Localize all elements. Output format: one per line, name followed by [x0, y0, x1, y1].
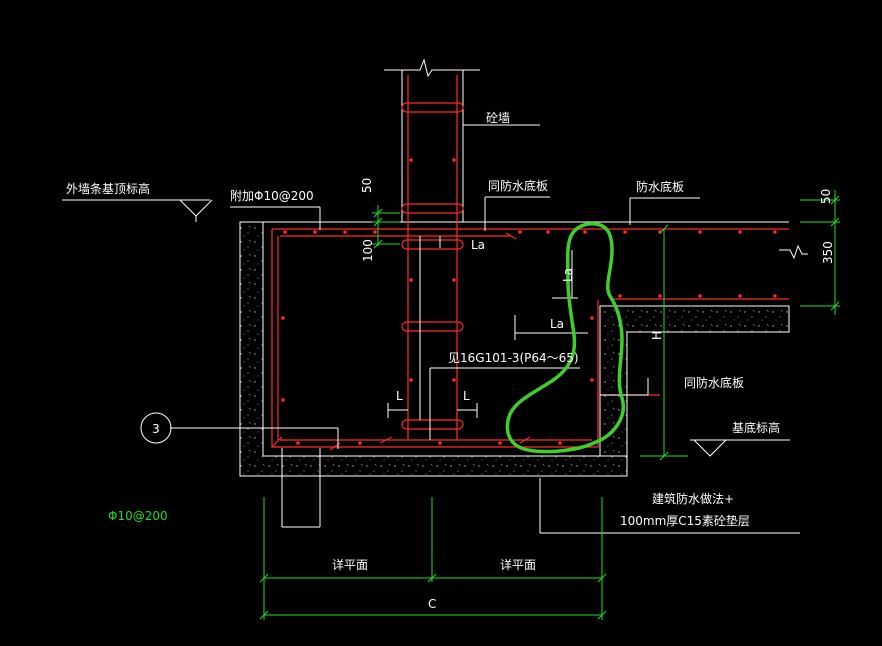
label-rebar-spec: Φ10@200	[108, 509, 168, 523]
label-same-as-raft-2: 同防水底板	[684, 375, 744, 390]
rebar-lines	[271, 75, 789, 451]
label-la-2: La	[561, 268, 575, 282]
label-wall: 砼墙	[486, 111, 510, 125]
break-line	[779, 244, 808, 260]
dimension-lines	[259, 190, 840, 620]
label-la-1: La	[471, 238, 485, 252]
label-l-right: L	[463, 389, 470, 403]
label-dim-50-top: 50	[819, 189, 833, 204]
label-same-as-raft-1: 同防水底板	[488, 178, 548, 193]
label-dim-100: 100	[361, 239, 375, 262]
label-dim-50-wall: 50	[360, 178, 374, 193]
label-detail-right: 详平面	[500, 557, 536, 572]
footing-concrete	[239, 221, 790, 477]
label-added-rebar: 附加Φ10@200	[230, 189, 314, 203]
label-dim-h: H	[650, 331, 664, 340]
callout-number: 3	[152, 422, 160, 436]
leader-lines	[170, 124, 800, 534]
label-la-3: La	[550, 317, 564, 331]
rebar-dots	[281, 158, 777, 445]
label-detail-left: 详平面	[332, 557, 368, 572]
concrete-wall	[384, 58, 480, 222]
label-base-elev: 基底标高	[732, 420, 780, 435]
markup-highlight-loop	[505, 222, 626, 454]
label-waterproof-line1: 建筑防水做法+	[652, 491, 734, 506]
label-dim-350: 350	[821, 241, 835, 264]
label-dim-c: C	[428, 597, 436, 611]
label-ref-atlas: 见16G101-3(P64～65)	[448, 351, 579, 365]
label-outer-wall-top-elev: 外墙条基顶标高	[66, 181, 150, 196]
label-raft: 防水底板	[636, 179, 684, 194]
label-l-left: L	[396, 389, 403, 403]
callout-circle	[140, 412, 172, 444]
elevation-symbol-base	[690, 439, 790, 457]
label-waterproof-line2: 100mm厚C15素砼垫层	[620, 513, 750, 528]
elevation-symbol-top	[62, 199, 213, 222]
